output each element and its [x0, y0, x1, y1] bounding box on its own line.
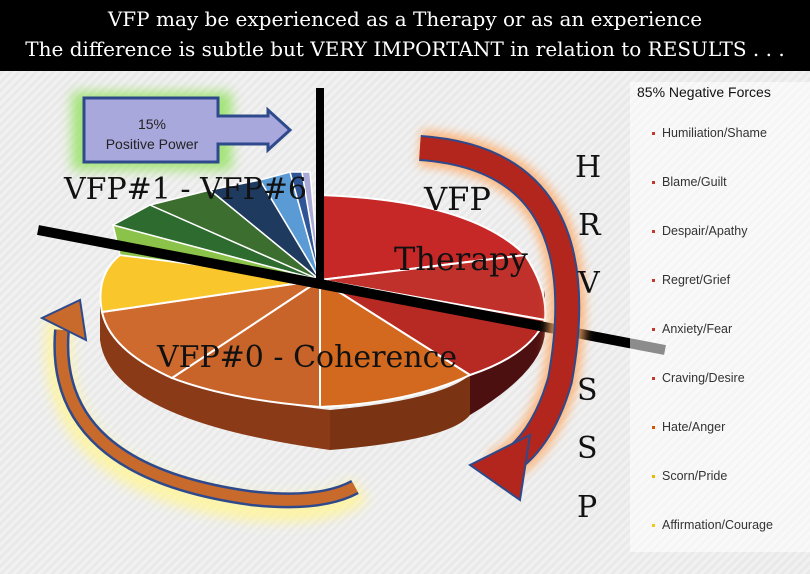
- legend-bullet-icon: [652, 377, 655, 381]
- therapy-label-line-2: Therapy: [394, 240, 528, 278]
- legend-item-label: Despair/Apathy: [662, 224, 748, 238]
- side-letter-4: S: [577, 373, 598, 408]
- legend-bullet-icon: [652, 475, 655, 479]
- pie-illustration: [37, 88, 666, 523]
- legend-bullet-icon: [652, 230, 655, 234]
- legend-item: Scorn/Pride: [652, 469, 727, 483]
- therapy-label-line-1: VFP: [424, 180, 491, 218]
- legend-item: Despair/Apathy: [652, 224, 747, 238]
- legend-item: Anxiety/Fear: [652, 322, 732, 336]
- side-letter-5: S: [577, 431, 598, 466]
- legend-item-label: Hate/Anger: [662, 420, 726, 434]
- header-line-1: VFP may be experienced as a Therapy or a…: [107, 7, 703, 31]
- header-line-2: The difference is subtle but VERY IMPORT…: [25, 37, 785, 61]
- legend-item-label: Craving/Desire: [662, 371, 745, 385]
- side-letter-1: H: [575, 150, 602, 185]
- legend-panel: [630, 82, 810, 552]
- legend-item-label: Regret/Grief: [662, 273, 731, 287]
- legend-item: Humiliation/Shame: [652, 126, 767, 140]
- right-curved-arrow: [418, 130, 586, 502]
- pie-top: [99, 171, 547, 409]
- legend-bullet-icon: [652, 132, 655, 136]
- legend-item: Affirmation/Courage: [652, 518, 773, 532]
- legend-bullet-icon: [652, 181, 655, 185]
- legend-item-label: Anxiety/Fear: [662, 322, 733, 336]
- legend-item: Blame/Guilt: [652, 175, 727, 189]
- side-letter-2: R: [578, 208, 601, 243]
- vfp-range-label: VFP#1 - VFP#6: [64, 172, 307, 207]
- callout-text: 15% Positive Power: [84, 114, 220, 154]
- legend-item: Regret/Grief: [652, 273, 730, 287]
- positive-power-callout: [72, 92, 293, 170]
- header-banner: VFP may be experienced as a Therapy or a…: [0, 0, 810, 71]
- legend-item-label: Affirmation/Courage: [662, 518, 773, 532]
- side-letter-3: V: [578, 266, 600, 301]
- legend-bullet-icon: [652, 328, 655, 332]
- legend-bullet-icon: [652, 524, 655, 528]
- legend-item-label: Scorn/Pride: [662, 469, 728, 483]
- legend-item: Craving/Desire: [652, 371, 745, 385]
- callout-label: Positive Power: [105, 136, 199, 152]
- callout-percent: 15%: [137, 116, 167, 132]
- legend-bullet-icon: [652, 279, 655, 283]
- left-curved-arrow: [39, 298, 369, 523]
- coherence-label: VFP#0 - Coherence: [157, 340, 458, 375]
- legend-item: Hate/Anger: [652, 420, 725, 434]
- legend-title: 85% Negative Forces: [637, 84, 771, 100]
- side-letter-6: P: [577, 490, 598, 525]
- legend-bullet-icon: [652, 426, 655, 430]
- legend-item-label: Blame/Guilt: [662, 175, 727, 189]
- legend-item-label: Humiliation/Shame: [662, 126, 767, 140]
